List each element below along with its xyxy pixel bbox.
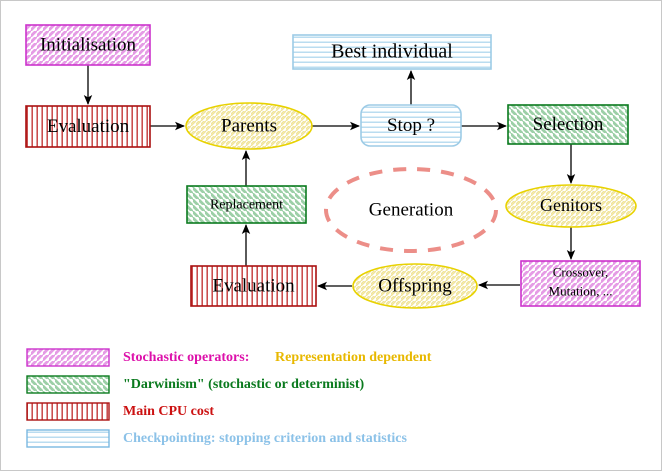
node-genitors[interactable]: Genitors — [505, 184, 637, 228]
node-label: Evaluation — [212, 275, 295, 296]
legend-label: "Darwinism" (stochastic or determinist) — [123, 377, 365, 392]
legend-label: Main CPU cost — [123, 404, 214, 419]
node-shape — [25, 24, 151, 66]
node-evaluation-top[interactable]: Evaluation — [25, 105, 151, 148]
legend-layer: Stochastic operators: Representation depe… — [26, 348, 432, 448]
node-label: Replacement — [210, 198, 283, 213]
legend-swatch — [26, 402, 110, 421]
node-stop[interactable]: Stop ? — [360, 104, 462, 147]
legend-item-checkpointing: Checkpointing: stopping criterion and st… — [26, 429, 407, 448]
node-label: Parents — [221, 115, 277, 136]
node-label: Evaluation — [47, 116, 130, 137]
node-shape — [360, 104, 462, 147]
node-offspring[interactable]: Offspring — [352, 263, 478, 309]
edges-layer — [83, 65, 576, 291]
node-shape — [505, 184, 637, 228]
node-shape — [520, 260, 641, 307]
legend-item-stochastic-operators: Stochastic operators: — [26, 348, 249, 367]
node-best-individual[interactable]: Best individual — [292, 34, 492, 70]
node-generation[interactable]: Generation — [324, 167, 498, 253]
node-shape — [186, 185, 307, 224]
node-initialisation[interactable]: Initialisation — [25, 24, 151, 66]
node-shape — [324, 167, 498, 253]
node-parents[interactable]: Parents — [185, 102, 313, 150]
node-shape — [352, 263, 478, 309]
legend-item-darwinism: "Darwinism" (stochastic or determinist) — [26, 375, 365, 394]
node-shape — [185, 102, 313, 150]
node-label-line2: Mutation, ... — [549, 283, 613, 298]
node-label: Generation — [369, 199, 454, 220]
node-crossover-mutation[interactable]: Crossover, Mutation, ... — [520, 260, 641, 307]
node-label: Genitors — [540, 195, 602, 215]
legend-label-secondary: Representation dependent — [275, 350, 432, 365]
legend-swatch — [26, 429, 110, 448]
node-label: Selection — [533, 114, 604, 135]
node-label: Best individual — [331, 41, 453, 63]
node-replacement[interactable]: Replacement — [186, 185, 307, 224]
node-shape — [190, 265, 317, 307]
node-label: Initialisation — [40, 34, 137, 55]
node-evaluation-bottom[interactable]: Evaluation — [190, 265, 317, 307]
legend-swatch — [26, 348, 110, 367]
node-shape — [292, 34, 492, 70]
legend-item-main-cpu-cost: Main CPU cost — [26, 402, 214, 421]
node-shape — [507, 104, 629, 145]
node-selection[interactable]: Selection — [507, 104, 629, 145]
node-label: Crossover, — [553, 264, 608, 279]
node-shape — [25, 105, 151, 148]
node-label: Offspring — [378, 275, 452, 296]
legend-swatch — [26, 375, 110, 394]
node-label: Stop ? — [387, 115, 435, 136]
legend-label: Stochastic operators: — [123, 350, 249, 365]
legend-label: Checkpointing: stopping criterion and st… — [123, 431, 407, 446]
